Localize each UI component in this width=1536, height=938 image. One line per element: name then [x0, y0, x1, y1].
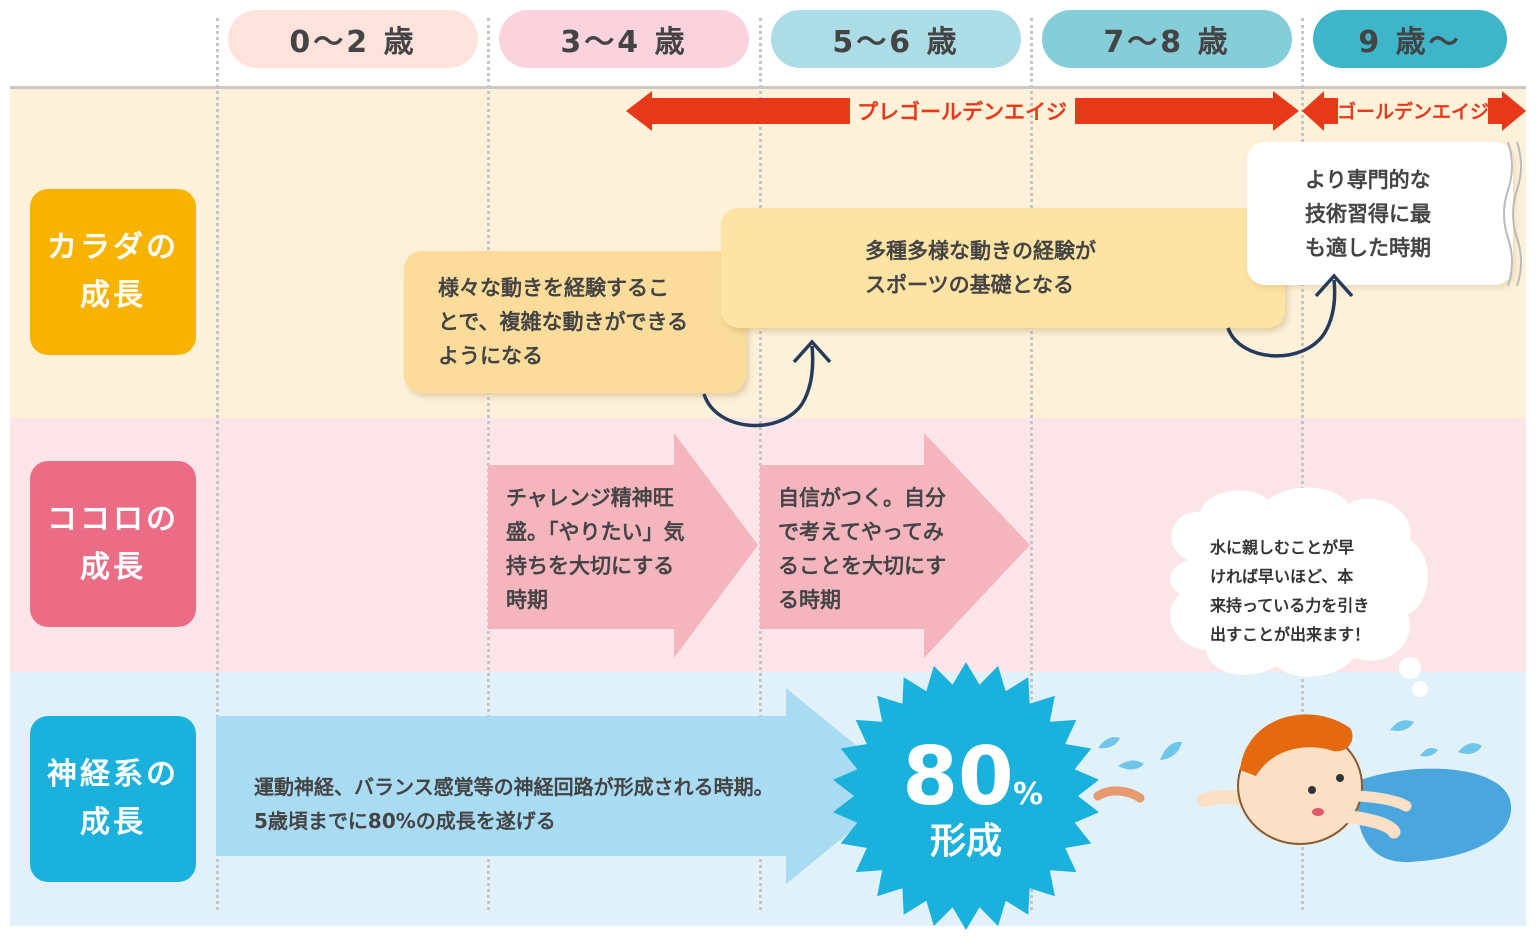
age-pill-9-plus: 9 歳～	[1313, 10, 1507, 68]
row-label-nerve-line2: 成長	[80, 805, 146, 840]
body-box-complex-movement: 様々な動きを経験するこ とで、複雑な動きができる ようになる	[404, 251, 746, 393]
body-box-sports-foundation: 多種多様な動きの経験が スポーツの基礎となる	[721, 208, 1285, 328]
nerve-arrow-shape	[216, 688, 906, 884]
nerve-arrow-text: 運動神経、バランス感覚等の神経回路が形成される時期。 5歳頃までに80%の成長を…	[254, 770, 774, 838]
bubble-line2: ければ早いほど、本	[1210, 567, 1353, 586]
row-label-nerve: 神経系の 成長	[30, 716, 196, 882]
age-pill-3-4: 3～4 歳	[499, 10, 749, 68]
row-label-nerve-line1: 神経系の	[47, 757, 179, 792]
body-box1-line2: とで、複雑な動きができる	[438, 310, 689, 334]
golden-age-arrow: ゴールデンエイジ	[1302, 91, 1526, 131]
row-label-body: カラダの 成長	[30, 189, 196, 355]
curved-arrow-icon	[1226, 273, 1354, 358]
body-box1-line1: 様々な動きを経験するこ	[438, 276, 669, 300]
mind-arrow2-line3: ることを大切にす	[778, 554, 947, 578]
row-label-body-line2: 成長	[80, 278, 146, 313]
water-splash-icon	[1098, 720, 1482, 770]
body-box1-line3: ようになる	[438, 344, 543, 368]
column-divider	[216, 18, 219, 910]
thought-bubble: 水に親しむことが早 ければ早いほど、本 来持っている力を引き 出すことが出来ます…	[1170, 487, 1428, 697]
swimmer-child-icon	[1093, 714, 1512, 863]
mind-arrow1-line3: 持ちを大切にする	[506, 554, 675, 578]
mind-arrow2-text: 自信がつく。自分 で考えてやってみ ることを大切にす る時期	[778, 481, 946, 617]
svg-text:水に親しむことが早 ければ早いほど、本: 水に親しむことが早 ければ早いほど、本 来持っている力を引き 出すことが出来ます…	[1209, 538, 1375, 644]
nerve-line1: 運動神経、バランス感覚等の神経回路が形成される時期。	[254, 775, 774, 799]
row-label-mind-line1: ココロの	[47, 502, 179, 537]
mind-arrow-shape	[760, 433, 1030, 658]
bubble-line1: 水に親しむことが早	[1210, 538, 1354, 557]
badge-unit: %	[1013, 777, 1043, 812]
body-box-specialized-skills: より専門的な 技術習得に最 も適した時期	[1247, 142, 1513, 285]
body-box3-line1: より専門的な	[1305, 167, 1431, 192]
mind-arrow2-line1: 自信がつく。自分	[778, 486, 946, 510]
mind-arrow1-line2: 盛。「やりたい」気	[506, 520, 685, 544]
body-box2-line1: 多種多様な動きの経験が	[865, 239, 1096, 263]
body-box3-line3: も適した時期	[1305, 235, 1431, 260]
bubble-line4: 出すことが出来ます！	[1210, 625, 1370, 644]
pre-golden-age-label: プレゴールデンエイジ	[857, 100, 1067, 124]
badge-label: 形成	[930, 821, 1002, 862]
torn-edge-line	[1512, 141, 1522, 287]
row-label-mind-line2: 成長	[80, 550, 146, 585]
body-box2-line2: スポーツの基礎となる	[865, 273, 1074, 297]
golden-age-label: ゴールデンエイジ	[1337, 100, 1489, 123]
body-box3-line2: 技術習得に最	[1305, 201, 1431, 226]
row-label-mind: ココロの 成長	[30, 461, 196, 627]
mind-arrow1-text: チャレンジ精神旺 盛。「やりたい」気 持ちを大切にする 時期	[506, 481, 685, 617]
header-divider	[10, 86, 1526, 89]
column-divider	[487, 18, 490, 910]
mind-arrow1-line4: 時期	[506, 588, 548, 612]
badge-number: 80	[902, 730, 1013, 823]
age-pill-0-2: 0～2 歳	[228, 10, 478, 68]
mind-arrow1-line1: チャレンジ精神旺	[506, 486, 674, 510]
mind-arrow-challenge: チャレンジ精神旺 盛。「やりたい」気 持ちを大切にする 時期	[488, 433, 758, 658]
column-divider	[1030, 18, 1033, 910]
mind-arrow2-line2: で考えてやってみ	[778, 520, 944, 544]
eighty-percent-badge: 80 % 形成	[833, 662, 1099, 930]
mind-arrow-shape	[488, 433, 758, 658]
column-divider	[759, 18, 762, 910]
row-label-body-line1: カラダの	[47, 230, 179, 265]
mind-arrow2-line4: る時期	[778, 588, 841, 612]
column-divider	[1301, 18, 1304, 910]
nerve-line2: 5歳頃までに80%の成長を遂げる	[254, 809, 556, 833]
bubble-line3: 来持っている力を引き	[1209, 596, 1369, 615]
nerve-arrow: 運動神経、バランス感覚等の神経回路が形成される時期。 5歳頃までに80%の成長を…	[216, 688, 906, 884]
pre-golden-age-arrow: プレゴールデンエイジ	[626, 91, 1299, 131]
age-pill-7-8: 7～8 歳	[1042, 10, 1292, 68]
torn-edge-line	[1503, 141, 1513, 287]
curved-arrow-icon	[702, 339, 832, 428]
age-pill-5-6: 5～6 歳	[771, 10, 1021, 68]
mind-arrow-confidence: 自信がつく。自分 で考えてやってみ ることを大切にす る時期	[760, 433, 1030, 658]
